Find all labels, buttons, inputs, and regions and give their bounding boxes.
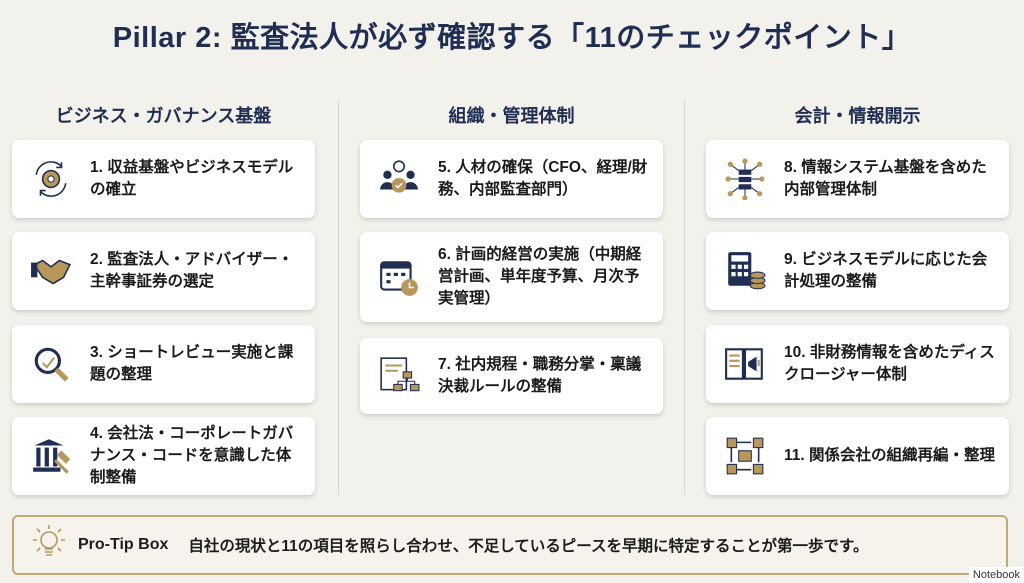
checkpoint-text: 2. 監査法人・アドバイザー・主幹事証券の選定 bbox=[90, 251, 294, 290]
brand-watermark: Notebook bbox=[968, 567, 1024, 583]
tip-text: 自社の現状と11の項目を照らし合わせ、不足しているピースを早期に特定することが第… bbox=[188, 538, 869, 555]
checkpoint-text: 7. 社内規程・職務分掌・稟議決裁ルールの整備 bbox=[438, 356, 642, 395]
handshake-icon bbox=[12, 250, 90, 292]
column-header: 組織・管理体制 bbox=[448, 106, 575, 126]
checkpoint-card: 4. 会社法・コーポレートガバナンス・コードを意識した体制整備 bbox=[12, 417, 315, 495]
checkpoint-text: 1. 収益基盤やビジネスモデルの確立 bbox=[90, 159, 294, 198]
checkpoint-card: 1. 収益基盤やビジネスモデルの確立 bbox=[12, 140, 315, 218]
checkpoint-card: 8. 情報システム基盤を含めた内部管理体制 bbox=[706, 140, 1009, 218]
checkpoint-card: 11. 関係会社の組織再編・整理 bbox=[706, 417, 1009, 495]
magnifier-icon bbox=[12, 343, 90, 385]
checkpoint-card: 6. 計画的経営の実施（中期経営計画、単年度予算、月次予実管理） bbox=[360, 232, 663, 322]
checkpoint-text: 9. ビジネスモデルに応じた会計処理の整備 bbox=[784, 251, 988, 290]
column-header: 会計・情報開示 bbox=[794, 106, 921, 126]
column-divider bbox=[684, 100, 685, 495]
checkpoint-card: 3. ショートレビュー実施と課題の整理 bbox=[12, 325, 315, 403]
checkpoint-card: 10. 非財務情報を含めたディスクロージャー体制 bbox=[706, 325, 1009, 403]
checkpoint-card: 5. 人材の確保（CFO、経理/財務、内部監査部門） bbox=[360, 140, 663, 218]
checkpoint-text: 11. 関係会社の組織再編・整理 bbox=[784, 447, 995, 464]
checkpoint-card: 9. ビジネスモデルに応じた会計処理の整備 bbox=[706, 232, 1009, 310]
checkpoint-text: 6. 計画的経営の実施（中期経営計画、単年度予算、月次予実管理） bbox=[438, 246, 642, 307]
tip-label: Pro-Tip Box bbox=[78, 536, 169, 553]
lightbulb-icon bbox=[32, 523, 66, 568]
pro-tip-box: Pro-Tip Box 自社の現状と11の項目を照らし合わせ、不足しているピース… bbox=[12, 515, 1008, 575]
reorganize-icon bbox=[706, 435, 784, 477]
column-divider bbox=[338, 100, 339, 495]
checkpoint-text: 3. ショートレビュー実施と課題の整理 bbox=[90, 344, 294, 383]
calculator-coins-icon bbox=[706, 250, 784, 292]
server-network-icon bbox=[706, 158, 784, 200]
checkpoint-text: 5. 人材の確保（CFO、経理/財務、内部監査部門） bbox=[438, 159, 648, 198]
gear-cycle-icon bbox=[12, 158, 90, 200]
calendar-clock-icon bbox=[360, 256, 438, 298]
checkpoint-text: 10. 非財務情報を含めたディスクロージャー体制 bbox=[784, 344, 995, 383]
page-title: Pillar 2: 監査法人が必ず確認する「11のチェックポイント」 bbox=[112, 22, 912, 54]
people-badge-icon bbox=[360, 158, 438, 200]
checkpoint-text: 8. 情報システム基盤を含めた内部管理体制 bbox=[784, 159, 987, 198]
document-flowchart-icon bbox=[360, 355, 438, 397]
column-header: ビジネス・ガバナンス基盤 bbox=[55, 106, 272, 126]
checkpoint-text: 4. 会社法・コーポレートガバナンス・コードを意識した体制整備 bbox=[90, 425, 294, 486]
checkpoint-card: 2. 監査法人・アドバイザー・主幹事証券の選定 bbox=[12, 232, 315, 310]
book-megaphone-icon bbox=[706, 343, 784, 385]
checkpoint-card: 7. 社内規程・職務分掌・稟議決裁ルールの整備 bbox=[360, 338, 663, 414]
courthouse-gavel-icon bbox=[12, 435, 90, 477]
